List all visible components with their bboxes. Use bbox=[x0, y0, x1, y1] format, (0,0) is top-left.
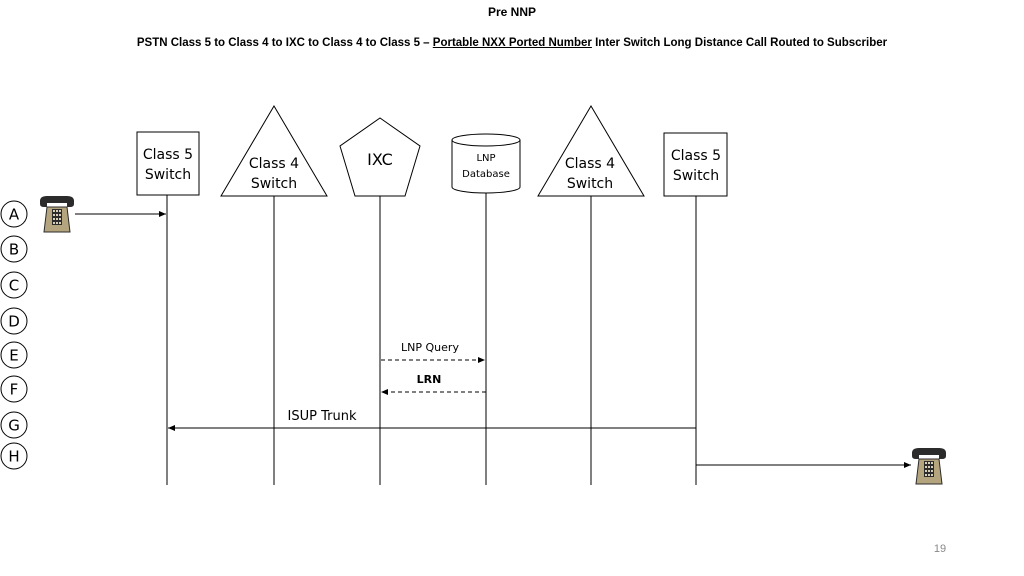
step-label: A bbox=[9, 206, 20, 224]
lrn-label: LRN bbox=[417, 373, 442, 386]
message-arrows bbox=[75, 211, 911, 468]
step-h: H bbox=[0, 442, 28, 470]
lnp-db-cylinder-top bbox=[451, 133, 521, 147]
lifelines bbox=[166, 193, 697, 485]
callee-telephone-icon bbox=[912, 448, 946, 485]
node-class4-right: Class 4 Switch bbox=[537, 105, 645, 197]
class4-left-label-2: Switch bbox=[251, 176, 297, 192]
node-class5-left: Class 5 Switch bbox=[136, 131, 200, 196]
step-label: C bbox=[9, 277, 19, 295]
step-label: F bbox=[10, 381, 19, 399]
step-circle bbox=[0, 411, 28, 439]
class5-right-label-2: Switch bbox=[673, 168, 719, 184]
class4-right-label-1: Class 4 bbox=[565, 156, 615, 172]
step-label: B bbox=[9, 241, 19, 259]
page-number: 19 bbox=[933, 543, 947, 555]
class4-left-triangle bbox=[220, 105, 328, 197]
class5-right-label-1: Class 5 bbox=[671, 148, 721, 164]
class4-right-label-2: Switch bbox=[567, 176, 613, 192]
class4-left-label-1: Class 4 bbox=[249, 156, 299, 172]
step-b: B bbox=[0, 235, 28, 263]
subtitle-suffix: Inter Switch Long Distance Call Routed t… bbox=[591, 37, 888, 49]
step-label: E bbox=[9, 347, 18, 365]
step-circle bbox=[0, 271, 28, 299]
step-circle bbox=[0, 235, 28, 263]
step-g: G bbox=[0, 411, 28, 439]
step-label: G bbox=[8, 417, 20, 435]
node-class4-left: Class 4 Switch bbox=[220, 105, 328, 197]
class5-left-box bbox=[136, 131, 200, 196]
lnp-db-label-1: LNP bbox=[476, 153, 495, 164]
class4-right-triangle bbox=[537, 105, 645, 197]
step-markers: A B C D E F G bbox=[0, 200, 28, 470]
step-a: A bbox=[0, 200, 28, 228]
ixc-label: IXC bbox=[367, 150, 393, 169]
step-circle bbox=[0, 442, 28, 470]
node-ixc: IXC bbox=[339, 117, 421, 197]
class5-left-label-1: Class 5 bbox=[143, 147, 193, 163]
step-label: H bbox=[8, 448, 19, 466]
step-circle bbox=[0, 200, 28, 228]
subtitle-underlined: Portable NXX Ported Number bbox=[432, 37, 592, 49]
step-circle bbox=[0, 307, 28, 335]
lnp-db-cylinder-body bbox=[451, 140, 521, 194]
lnp-query-label: LNP Query bbox=[401, 341, 459, 354]
class5-right-box bbox=[663, 132, 728, 197]
step-d: D bbox=[0, 307, 28, 335]
ixc-pentagon bbox=[339, 117, 421, 197]
node-class5-right: Class 5 Switch bbox=[663, 132, 728, 197]
caller-telephone-icon bbox=[40, 196, 74, 233]
step-circle bbox=[0, 375, 28, 403]
lnp-db-label-2: Database bbox=[462, 169, 510, 180]
subtitle-prefix: PSTN Class 5 to Class 4 to IXC to Class … bbox=[136, 37, 433, 49]
slide-title: Pre NNP bbox=[487, 5, 537, 19]
step-f: F bbox=[0, 375, 28, 403]
step-e: E bbox=[0, 341, 28, 369]
step-circle bbox=[0, 341, 28, 369]
step-label: D bbox=[8, 313, 20, 331]
isup-trunk-label: ISUP Trunk bbox=[288, 409, 357, 424]
step-c: C bbox=[0, 271, 28, 299]
node-lnp-database: LNP Database bbox=[451, 133, 521, 194]
slide-subtitle: PSTN Class 5 to Class 4 to IXC to Class … bbox=[0, 37, 1024, 49]
class5-left-label-2: Switch bbox=[145, 167, 191, 183]
